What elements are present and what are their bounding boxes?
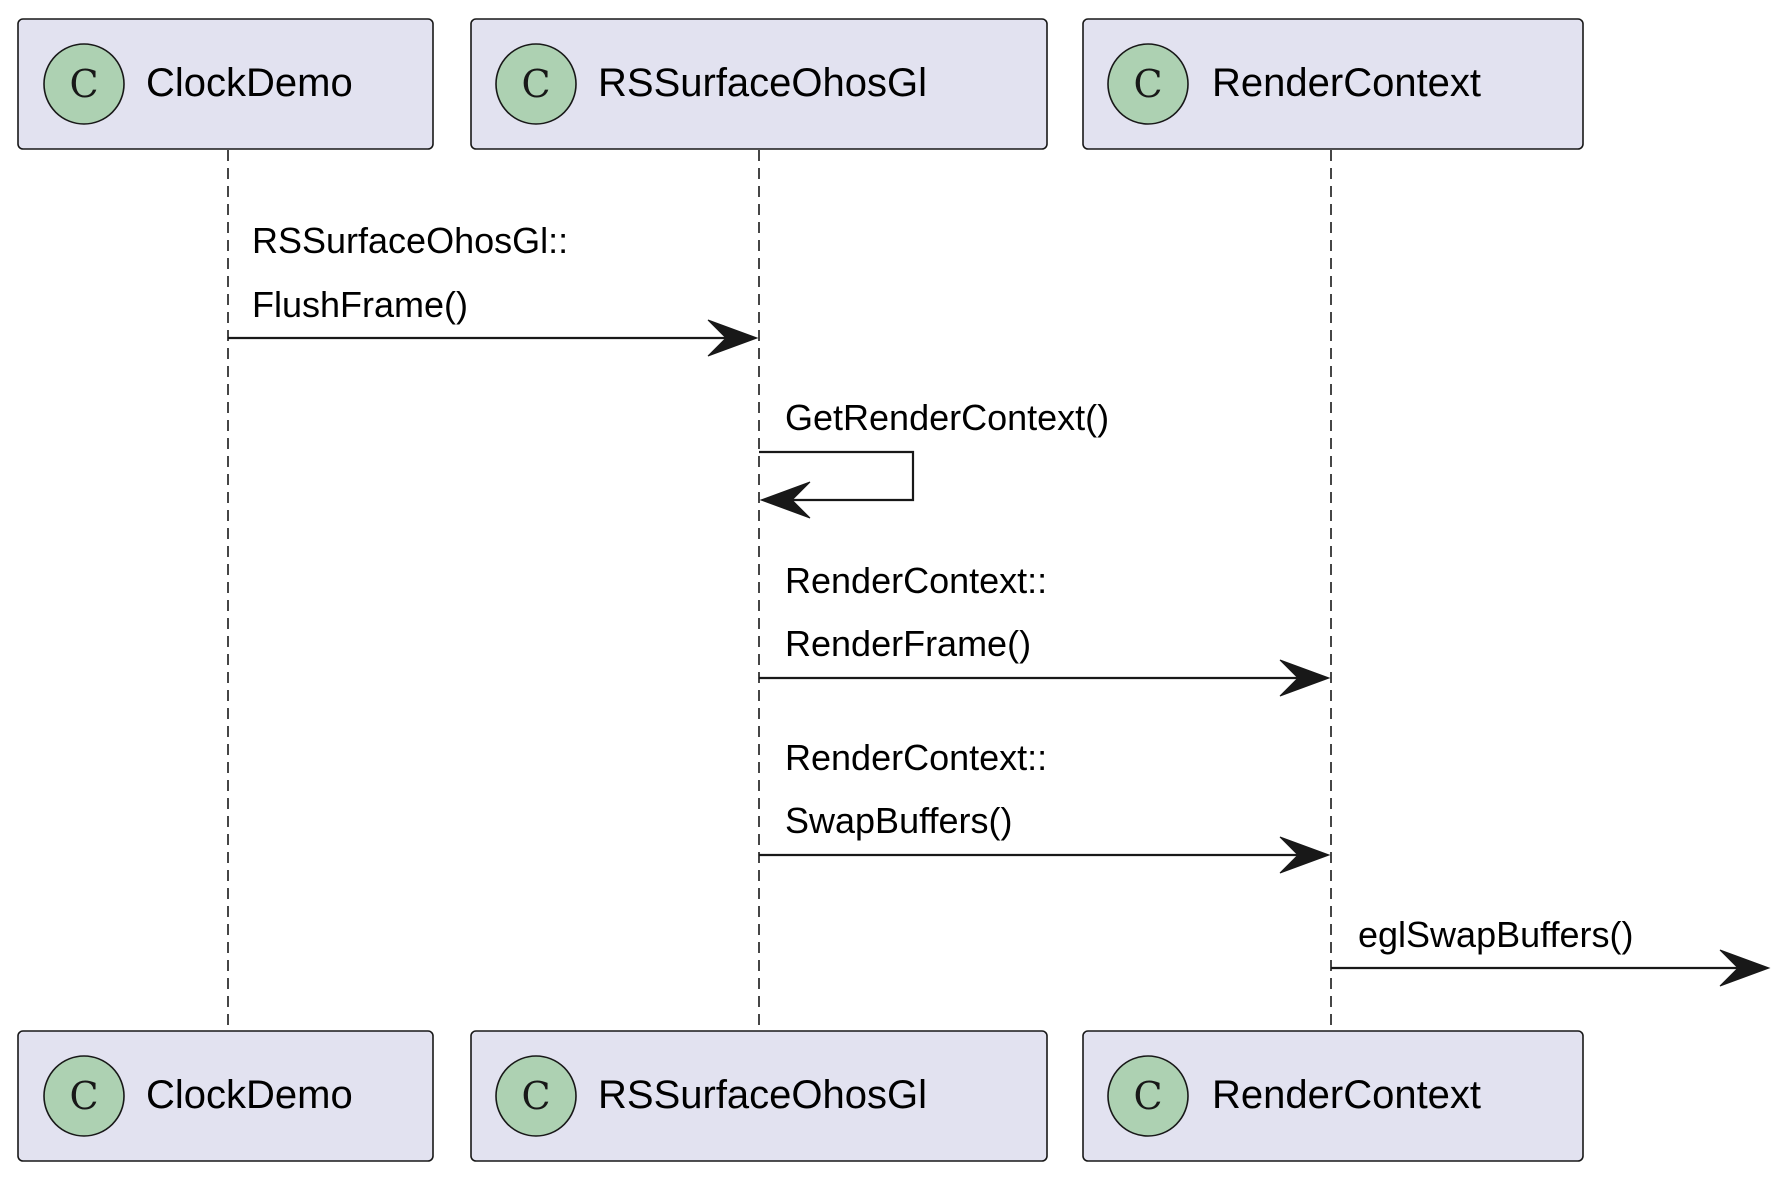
class-icon	[495, 43, 577, 125]
participant-name: RenderContext	[1212, 61, 1481, 105]
class-icon-letter: C	[69, 62, 98, 106]
class-icon	[1107, 43, 1189, 125]
participant-name: RSSurfaceOhosGl	[598, 61, 927, 105]
message-swapbuffers[interactable]: RenderContext:: SwapBuffers()	[759, 737, 1331, 874]
class-icon	[43, 43, 125, 125]
participant-name: RenderContext	[1212, 1073, 1481, 1117]
message-label-line: RSSurfaceOhosGl::	[252, 220, 568, 261]
participant-name: RSSurfaceOhosGl	[598, 1073, 927, 1117]
arrowhead-icon	[1719, 949, 1771, 987]
message-label-line: RenderFrame()	[785, 623, 1031, 664]
message-eglswapbuffers[interactable]: eglSwapBuffers()	[1331, 914, 1771, 987]
message-label-line: FlushFrame()	[252, 284, 468, 325]
participant-rssurfaceohosgl-bottom[interactable]: C RSSurfaceOhosGl	[470, 1030, 1048, 1162]
message-label-line: RenderContext::	[785, 737, 1047, 778]
arrowhead-icon	[1279, 836, 1331, 874]
participant-rendercontext-top[interactable]: C RenderContext	[1082, 18, 1584, 150]
class-icon-letter: C	[521, 62, 550, 106]
class-icon	[495, 1055, 577, 1137]
top-participants: C ClockDemo C RSSurfaceOhosGl C RenderCo…	[17, 18, 1584, 150]
class-icon-letter: C	[1133, 62, 1162, 106]
participant-name: ClockDemo	[146, 61, 353, 105]
arrowhead-icon	[759, 481, 811, 519]
arrowhead-icon	[1279, 659, 1331, 697]
participant-clockdemo-top[interactable]: C ClockDemo	[17, 18, 434, 150]
arrowhead-icon	[707, 319, 759, 357]
participant-rendercontext-bottom[interactable]: C RenderContext	[1082, 1030, 1584, 1162]
class-icon	[43, 1055, 125, 1137]
participant-name: ClockDemo	[146, 1073, 353, 1117]
message-label-line: SwapBuffers()	[785, 800, 1012, 841]
participant-rssurfaceohosgl-top[interactable]: C RSSurfaceOhosGl	[470, 18, 1048, 150]
messages: RSSurfaceOhosGl:: FlushFrame() GetRender…	[228, 220, 1771, 987]
class-icon	[1107, 1055, 1189, 1137]
class-icon-letter: C	[521, 1074, 550, 1118]
lifelines	[227, 150, 1332, 1030]
message-label-line: GetRenderContext()	[785, 397, 1109, 438]
bottom-participants: C ClockDemo C RSSurfaceOhosGl C RenderCo…	[17, 1030, 1584, 1162]
message-arrow-line	[759, 450, 915, 502]
message-label-line: RenderContext::	[785, 560, 1047, 601]
message-label-line: eglSwapBuffers()	[1358, 914, 1633, 955]
participant-clockdemo-bottom[interactable]: C ClockDemo	[17, 1030, 434, 1162]
class-icon-letter: C	[1133, 1074, 1162, 1118]
message-getrendercontext[interactable]: GetRenderContext()	[759, 397, 1109, 519]
message-flushframe[interactable]: RSSurfaceOhosGl:: FlushFrame()	[228, 220, 759, 357]
message-renderframe[interactable]: RenderContext:: RenderFrame()	[759, 560, 1331, 697]
class-icon-letter: C	[69, 1074, 98, 1118]
